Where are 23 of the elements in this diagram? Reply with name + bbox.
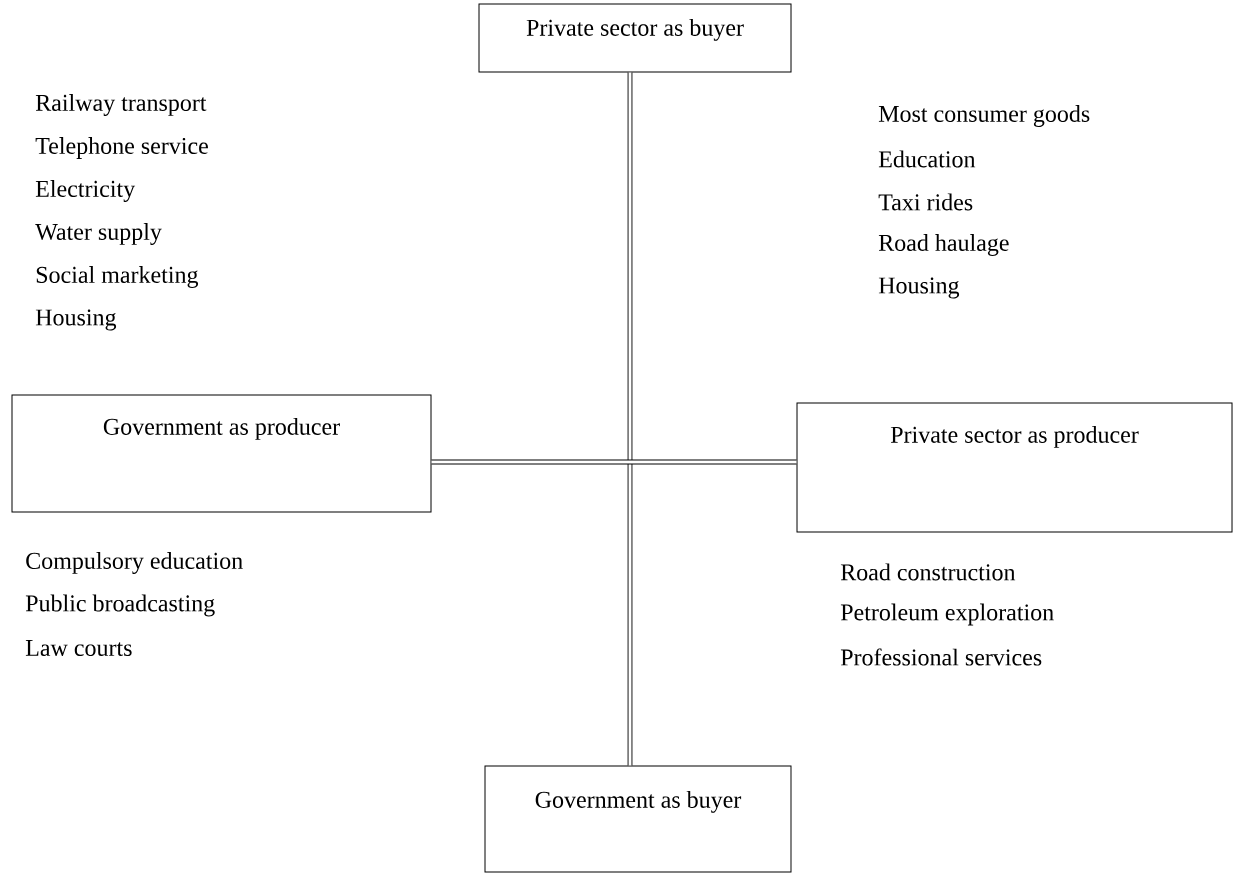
text-box: Private sector as buyer xyxy=(478,3,792,73)
list-item: Water supply xyxy=(35,223,162,245)
list-item: Public broadcasting xyxy=(25,594,215,617)
list-item: Social marketing xyxy=(36,266,199,288)
list-item: Telephone service xyxy=(35,137,208,159)
list-item: Law courts xyxy=(25,640,132,656)
list-item: Petroleum exploration xyxy=(840,603,1054,626)
list-item: Most consumer goods xyxy=(878,105,1090,127)
list-item: Road construction xyxy=(840,563,1016,581)
list-item: Housing xyxy=(878,277,960,299)
list-item: Taxi rides xyxy=(878,193,973,211)
list-item: Professional services xyxy=(840,648,1042,666)
list-item: Education xyxy=(878,150,976,168)
double-line xyxy=(627,72,633,766)
text-box: Government as producer xyxy=(11,394,432,513)
text-box: Government as buyer xyxy=(484,765,792,873)
list-item: Road haulage xyxy=(878,234,1009,256)
list-item: Compulsory education xyxy=(26,552,243,574)
list-item: Housing xyxy=(35,309,117,331)
list-item: Railway transport xyxy=(35,94,207,116)
double-line xyxy=(431,459,797,465)
text-box: Private sector as producer xyxy=(796,402,1233,533)
list-item: Electricity xyxy=(35,180,136,202)
